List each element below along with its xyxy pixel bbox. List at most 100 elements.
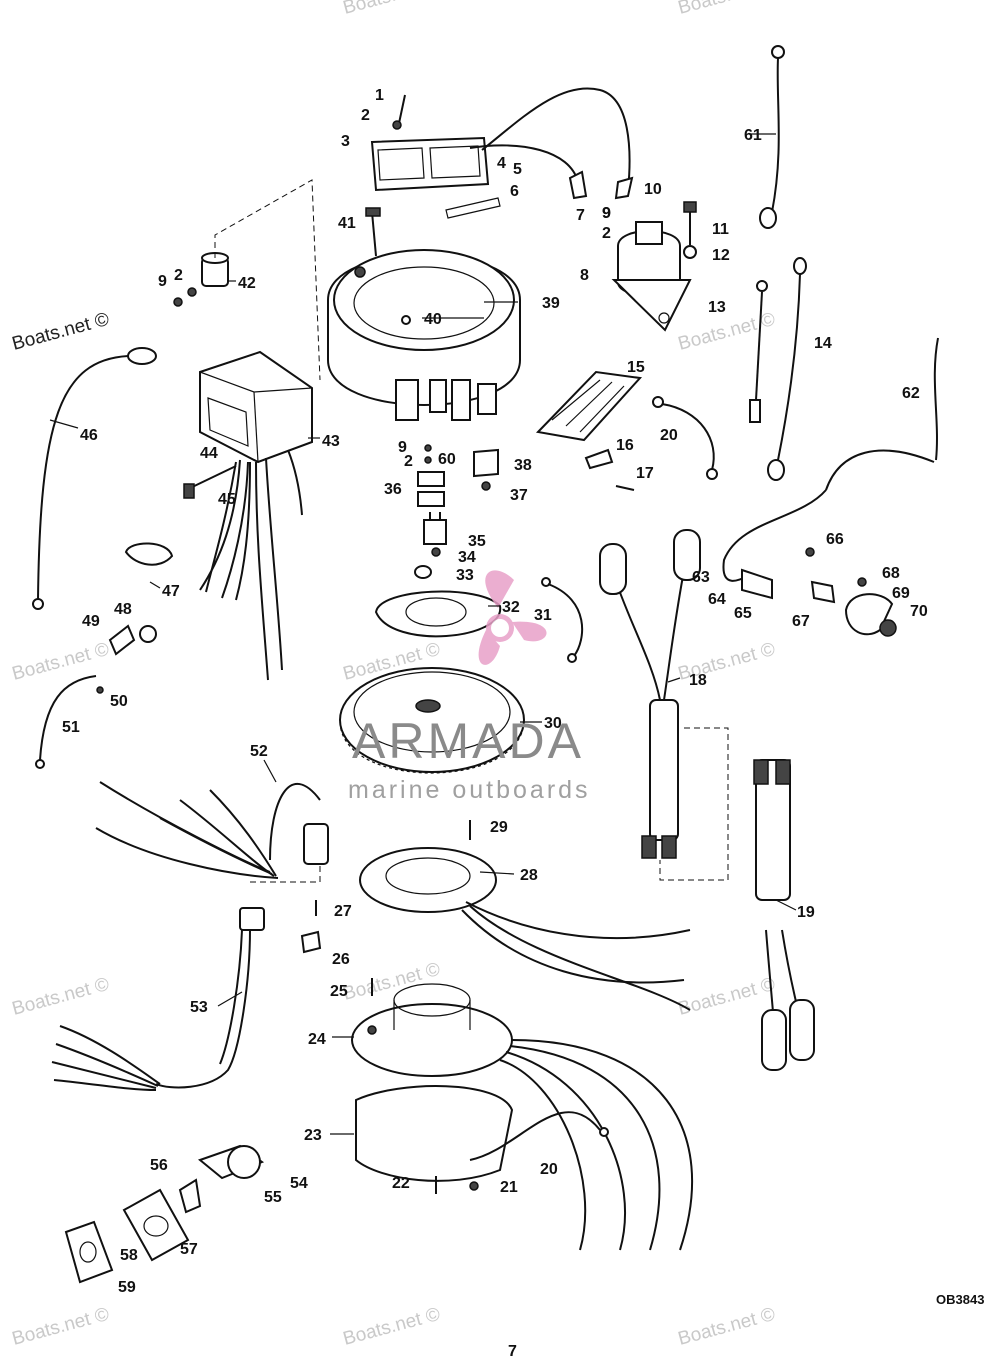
- part-label: 32: [502, 599, 520, 616]
- part-label: 35: [468, 533, 486, 550]
- part-label: 53: [190, 999, 208, 1016]
- part-label: 21: [500, 1179, 518, 1196]
- part-label: 3: [341, 133, 350, 150]
- part-labels: 1 2 3 4 5 6 7 8 9 10 11 12 13 14 15 16 1…: [62, 87, 928, 1296]
- part-label: 50: [110, 693, 128, 710]
- part-label: 24: [308, 1031, 326, 1048]
- part-label: 16: [616, 437, 634, 454]
- part-label: 15: [627, 359, 645, 376]
- armada-logo: ARMADA marine outboards: [348, 570, 591, 804]
- part-label: 5: [513, 161, 522, 178]
- part-label: 62: [902, 385, 920, 402]
- battery-cables: [749, 45, 807, 481]
- part-label: 64: [708, 591, 726, 608]
- part-label: 66: [826, 531, 844, 548]
- part-label: 7: [576, 207, 585, 224]
- part-label: 4: [497, 155, 506, 172]
- part-label: 2: [404, 453, 413, 470]
- part-label: 9: [602, 205, 611, 222]
- part-label: 58: [120, 1247, 138, 1264]
- part-label: 28: [520, 867, 538, 884]
- part-label: 33: [456, 567, 474, 584]
- ignition-switch-parts: [722, 337, 939, 637]
- part-label: 54: [290, 1175, 308, 1192]
- coil-part-42: [173, 179, 321, 381]
- part-label: 17: [636, 465, 654, 482]
- watermark: Boats.net ©: [341, 0, 443, 19]
- part-label: 18: [689, 672, 707, 689]
- part-label: 40: [424, 311, 442, 328]
- rectifier-part: [370, 87, 634, 219]
- part-label: 61: [744, 127, 762, 144]
- watermark: Boats.net ©: [341, 1304, 443, 1350]
- part-label: 36: [384, 481, 402, 498]
- part-label: 38: [514, 457, 532, 474]
- part-label: 65: [734, 605, 752, 622]
- harness-19: [753, 759, 815, 1071]
- part-label: 70: [910, 603, 928, 620]
- part-label: 48: [114, 601, 132, 618]
- part-label: 12: [712, 247, 730, 264]
- part-label: 14: [814, 335, 832, 352]
- watermark: Boats.net ©: [10, 639, 112, 685]
- brand-tagline: marine outboards: [348, 776, 591, 804]
- watermark: Boats.net ©: [10, 309, 112, 355]
- page-number: 7: [508, 1343, 517, 1360]
- part-label: 39: [542, 295, 560, 312]
- part-label: 29: [490, 819, 508, 836]
- terminal-block: [535, 370, 718, 491]
- ground-cable-46: [32, 347, 157, 610]
- part-label: 2: [602, 225, 611, 242]
- part-label: 30: [544, 715, 562, 732]
- watermark: Boats.net ©: [10, 1304, 112, 1350]
- part-label: 52: [250, 743, 268, 760]
- key-switch: [64, 1144, 265, 1284]
- part-label: 23: [304, 1127, 322, 1144]
- part-label: 49: [82, 613, 100, 630]
- part-label: 31: [534, 607, 552, 624]
- propeller-icon: [478, 570, 547, 665]
- part-label: 44: [200, 445, 218, 462]
- part-label: 57: [180, 1241, 198, 1258]
- part-label: 6: [510, 183, 519, 200]
- part-label: 1: [375, 87, 384, 104]
- part-label: 68: [882, 565, 900, 582]
- brand-name: ARMADA: [352, 713, 584, 769]
- part-label: 59: [118, 1279, 136, 1296]
- part-label: 9: [158, 273, 167, 290]
- part-label: 56: [150, 1157, 168, 1174]
- part-label: 67: [792, 613, 810, 630]
- plate-23: [355, 1085, 609, 1194]
- part-label: 43: [322, 433, 340, 450]
- watermark: Boats.net ©: [10, 974, 112, 1020]
- drawing-code: OB3843: [936, 1292, 984, 1307]
- watermark: Boats.net ©: [341, 959, 443, 1005]
- harness-18: [599, 529, 729, 881]
- power-pack-39: [327, 207, 521, 421]
- stator-timer: [300, 820, 694, 1251]
- harness-52-53: [51, 781, 329, 1091]
- part-label: 55: [264, 1189, 282, 1206]
- part-label: 13: [708, 299, 726, 316]
- leader-lines: [49, 133, 797, 1135]
- part-label: 46: [80, 427, 98, 444]
- part-label: 8: [580, 267, 589, 284]
- part-label: 42: [238, 275, 256, 292]
- part-label: 41: [338, 215, 356, 232]
- part-label: 2: [361, 107, 370, 124]
- watermark: Boats.net ©: [676, 1304, 778, 1350]
- part-label: 9: [602, 205, 611, 222]
- part-label: 9: [398, 439, 407, 456]
- part-label: 63: [692, 569, 710, 586]
- part-label: 19: [797, 904, 815, 921]
- part-label: 22: [392, 1175, 410, 1192]
- solenoid-part: [611, 201, 697, 332]
- part-label: 34: [458, 549, 476, 566]
- part-label: 20: [540, 1161, 558, 1178]
- switch-box-43: [183, 350, 313, 681]
- part-label: 26: [332, 951, 350, 968]
- small-parts-left: [35, 542, 174, 769]
- part-label: 25: [330, 983, 348, 1000]
- flywheel-assembly: [339, 590, 525, 774]
